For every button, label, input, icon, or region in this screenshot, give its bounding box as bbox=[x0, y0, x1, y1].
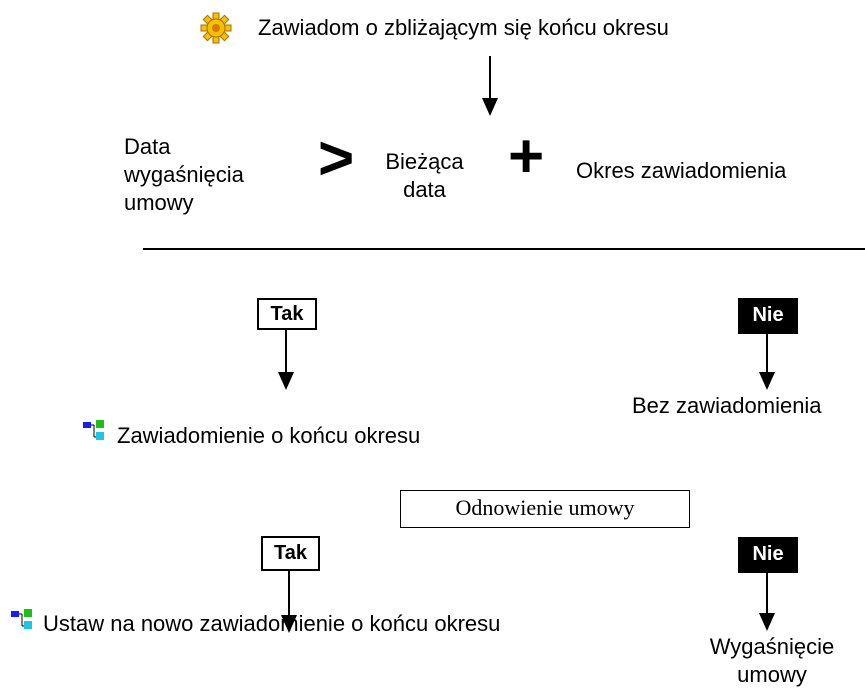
arrow-branch1-no bbox=[759, 334, 775, 390]
condition-op-greater: > bbox=[318, 124, 355, 193]
workflow-icon bbox=[10, 607, 34, 631]
branch2-yes-label: Tak bbox=[261, 536, 320, 571]
condition-right: Okres zawiadomienia bbox=[576, 158, 787, 183]
condition-middle: Bieżąca data bbox=[385, 149, 464, 202]
arrow-branch2-no bbox=[759, 573, 775, 631]
branch1-yes-result: Zawiadomienie o końcu okresu bbox=[117, 423, 421, 448]
divider bbox=[143, 248, 865, 250]
branch1-no-result: Bez zawiadomienia bbox=[632, 393, 822, 418]
branch1-yes-label: Tak bbox=[257, 298, 317, 330]
condition-op-plus: + bbox=[508, 122, 545, 191]
trigger-label: Zawiadom o zbliżającym się końcu okresu bbox=[258, 15, 669, 40]
condition-left: Data wygaśnięcia umowy bbox=[124, 134, 244, 215]
branch2-no-result: Wygaśnięcie umowy bbox=[709, 634, 835, 687]
branch1-no-label: Nie bbox=[738, 298, 798, 334]
renewal-box: Odnowienie umowy bbox=[400, 490, 690, 528]
workflow-icon bbox=[82, 418, 106, 442]
gear-icon bbox=[200, 12, 232, 44]
branch2-no-label: Nie bbox=[738, 537, 798, 573]
branch2-yes-result: Ustaw na nowo zawiadomienie o końcu okre… bbox=[43, 611, 501, 636]
arrow-branch1-yes bbox=[278, 330, 294, 390]
arrow-trigger-to-condition bbox=[482, 56, 498, 116]
arrow-branch2-yes bbox=[281, 571, 297, 633]
